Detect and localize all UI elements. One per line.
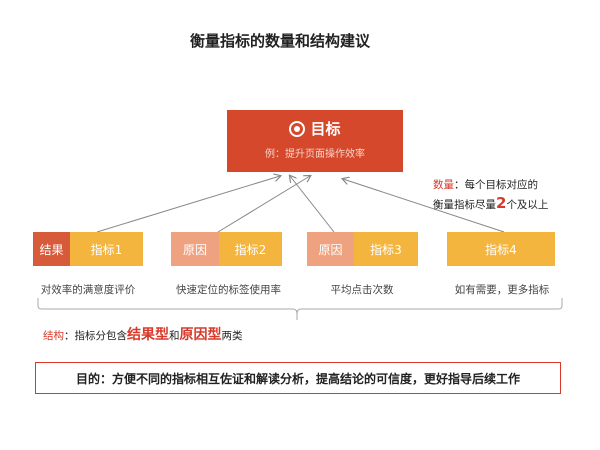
structure-label: 结构 <box>43 330 64 342</box>
metric-name: 指标1 <box>70 232 143 266</box>
arrow-3-shown <box>277 176 334 232</box>
arrow-2 <box>217 176 310 233</box>
structure-note: 结构：指标分包含结果型和原因型两类 <box>43 324 243 344</box>
arrow-3-draw <box>277 176 334 232</box>
arrow-three <box>277 176 334 232</box>
metric-desc: 平均点击次数 <box>330 284 394 296</box>
quantity-text: 个及以上 <box>506 199 549 211</box>
arrow-metric-three <box>278 176 334 232</box>
structure-text: 两类 <box>221 330 243 342</box>
quantity-number: 2 <box>496 194 507 212</box>
arrow-to-goal-3 <box>277 176 334 232</box>
structure-text: 和 <box>169 330 180 342</box>
metric-tag: 原因 <box>171 232 219 266</box>
structure-type-cause: 原因型 <box>179 327 222 343</box>
goal-example: 例：提升页面操作效率 <box>265 149 365 160</box>
arrow-3b <box>277 176 334 232</box>
arrow-3-visible <box>279 176 334 232</box>
arrow-right-3 <box>277 176 334 232</box>
diagram-title: 衡量指标的数量和结构建议 <box>189 32 370 50</box>
quantity-label: 数量 <box>433 179 454 191</box>
arrow-m3 <box>276 176 334 232</box>
goal-box: 目标 例：提升页面操作效率 <box>227 110 403 172</box>
arrow-3-final <box>278 176 334 232</box>
metric-3: 原因 指标3 <box>307 232 418 266</box>
metric-4: 指标4 <box>447 232 555 266</box>
purpose-box: 目的：方便不同的指标相互佐证和解读分析，提高结论的可信度，更好指导后续工作 <box>35 362 561 394</box>
metric-name: 指标3 <box>354 232 418 266</box>
structure-text: ：指标分包含 <box>64 330 127 342</box>
arrow-3r <box>278 176 334 232</box>
metric-name: 指标4 <box>447 232 555 266</box>
target-icon <box>289 120 306 137</box>
brace <box>37 298 563 320</box>
arrow-metric-3 <box>276 176 334 232</box>
arrow-1 <box>96 176 280 233</box>
arrow-from-metric-3 <box>278 176 334 232</box>
metric-tag: 结果 <box>33 232 70 266</box>
quantity-note: 数量：每个目标对应的 衡量指标尽量2个及以上 <box>433 176 548 214</box>
metric-desc: 快速定位的标签使用率 <box>176 284 281 296</box>
arrow-3 <box>275 176 335 232</box>
metric-1: 结果 指标1 <box>33 232 143 266</box>
arrow-3-main <box>278 176 334 232</box>
quantity-text: ：每个目标对应的 <box>454 179 538 191</box>
metric-tag: 原因 <box>307 232 354 266</box>
goal-label: 目标 <box>310 120 341 138</box>
structure-type-result: 结果型 <box>127 327 169 343</box>
arrow-4 <box>343 179 505 233</box>
arrow-metric-3-to-goal <box>290 176 335 233</box>
metric-name: 指标2 <box>219 232 282 266</box>
quantity-text: 衡量指标尽量 <box>433 199 496 211</box>
metric-desc: 如有需要，更多指标 <box>454 284 550 296</box>
metric-2: 原因 指标2 <box>171 232 282 266</box>
metric-desc: 对效率的满意度评价 <box>40 284 136 296</box>
